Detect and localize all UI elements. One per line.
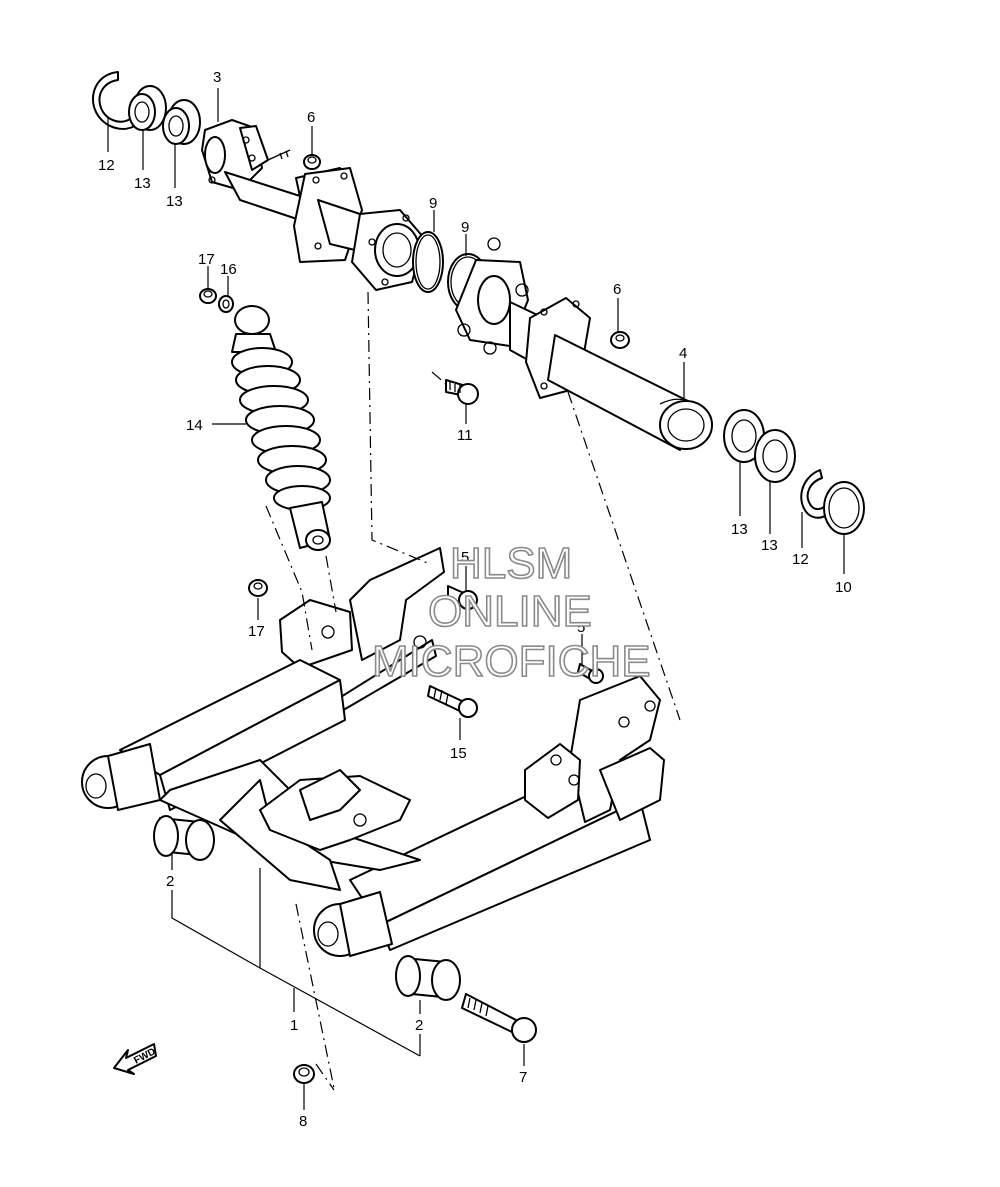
callout-2: 2 bbox=[166, 873, 174, 890]
bearing-left-inner bbox=[162, 99, 201, 145]
callout-17: 17 bbox=[248, 623, 265, 640]
bolt-part-5-upper bbox=[447, 585, 478, 610]
bushing-part-2-left bbox=[153, 815, 215, 861]
nut-part-17-lower bbox=[248, 579, 268, 597]
callout-13: 13 bbox=[761, 537, 778, 554]
callout-15: 15 bbox=[450, 745, 467, 762]
pivot-tube bbox=[224, 167, 425, 291]
assembly-lines bbox=[265, 291, 681, 1091]
bolt-part-5-right bbox=[577, 663, 604, 684]
callout-2: 2 bbox=[415, 1017, 423, 1034]
bushing-part-2-right bbox=[395, 955, 461, 1001]
callout-6: 6 bbox=[613, 281, 621, 298]
callout-12: 12 bbox=[792, 551, 809, 568]
nut-part-6-right bbox=[610, 331, 630, 349]
pin-left bbox=[267, 149, 291, 161]
bolt-part-15 bbox=[427, 685, 478, 718]
callout-14: 14 bbox=[186, 417, 203, 434]
bracket-left-part-3 bbox=[201, 119, 269, 191]
watermark-line-2: ONLINE bbox=[428, 587, 592, 636]
callout-12: 12 bbox=[98, 157, 115, 174]
swingarm-part-1 bbox=[81, 547, 665, 957]
nut-part-8 bbox=[293, 1064, 315, 1084]
leader-lines bbox=[107, 88, 845, 1110]
callout-13: 13 bbox=[731, 521, 748, 538]
callout-7: 7 bbox=[519, 1069, 527, 1086]
callout-10: 10 bbox=[835, 579, 852, 596]
callout-5: 5 bbox=[461, 549, 469, 566]
watermark-line-1: HLSM bbox=[450, 539, 572, 588]
callout-16: 16 bbox=[220, 261, 237, 278]
callout-13: 13 bbox=[166, 193, 183, 210]
watermark: HLSM ONLINE MICROFICHE bbox=[371, 538, 651, 687]
nut-part-17-upper bbox=[199, 288, 217, 304]
callout-8: 8 bbox=[299, 1113, 307, 1130]
callout-numbers: 12 13 13 3 6 9 9 6 4 17 16 14 11 13 13 1… bbox=[98, 69, 852, 1130]
tube-part-4 bbox=[509, 297, 713, 451]
watermark-line-3: MICROFICHE bbox=[372, 637, 651, 686]
fwd-label: FWD bbox=[132, 1046, 157, 1066]
o-ring-left bbox=[412, 231, 444, 293]
washer-part-16 bbox=[218, 295, 234, 313]
callout-17: 17 bbox=[198, 251, 215, 268]
bearing-left-outer bbox=[128, 85, 167, 131]
fwd-arrow-icon: FWD bbox=[113, 1043, 158, 1075]
shock-absorber-part-14 bbox=[231, 305, 331, 551]
callout-1: 1 bbox=[290, 1017, 298, 1034]
callout-13: 13 bbox=[134, 175, 151, 192]
callout-3: 3 bbox=[213, 69, 221, 86]
nut-part-6-upper bbox=[303, 154, 321, 170]
seal-part-10 bbox=[823, 481, 865, 535]
callout-9: 9 bbox=[461, 219, 469, 236]
callout-6: 6 bbox=[307, 109, 315, 126]
callout-5: 5 bbox=[577, 619, 585, 636]
bolt-part-11 bbox=[445, 379, 479, 405]
callout-4: 4 bbox=[679, 345, 687, 362]
pivot-bolt-part-7 bbox=[461, 993, 537, 1043]
callout-11: 11 bbox=[457, 427, 473, 444]
callout-9: 9 bbox=[429, 195, 437, 212]
bearing-right-inner bbox=[754, 429, 796, 483]
